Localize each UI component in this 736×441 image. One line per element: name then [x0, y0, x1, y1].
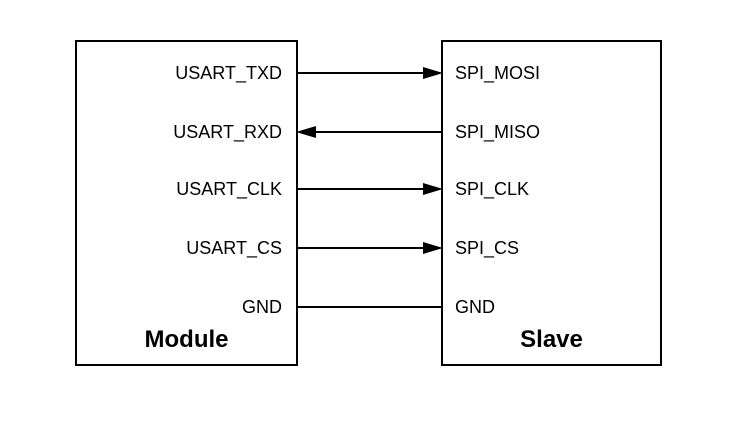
pin-label-usart-clk: USART_CLK	[176, 179, 282, 199]
pin-label-usart-txd: USART_TXD	[175, 63, 282, 83]
pin-label-usart-rxd: USART_RXD	[173, 122, 282, 142]
pin-label-module-gnd: GND	[242, 297, 282, 317]
arrow-right-icon	[423, 242, 443, 254]
wire-line	[314, 131, 443, 133]
pin-label-spi-mosi: SPI_MOSI	[455, 63, 541, 83]
slave-box: SPI_MOSI SPI_MISO SPI_CLK SPI_CS GND Sla…	[441, 40, 662, 366]
arrow-left-icon	[296, 126, 316, 138]
pin-label-spi-clk: SPI_CLK	[455, 179, 530, 199]
wire-line	[296, 188, 425, 190]
pin-label-spi-miso: SPI_MISO	[455, 122, 541, 142]
arrow-right-icon	[423, 67, 443, 79]
module-box: USART_TXD USART_RXD USART_CLK USART_CS G…	[75, 40, 298, 366]
pin-label-slave-gnd: GND	[455, 297, 495, 317]
wire-line	[296, 247, 425, 249]
arrow-right-icon	[423, 183, 443, 195]
wire-line	[296, 306, 443, 308]
pin-label-usart-cs: USART_CS	[186, 238, 282, 258]
slave-title: Slave	[520, 326, 583, 353]
wire-line	[296, 72, 425, 74]
module-title: Module	[144, 326, 229, 353]
pin-label-spi-cs: SPI_CS	[455, 238, 520, 258]
